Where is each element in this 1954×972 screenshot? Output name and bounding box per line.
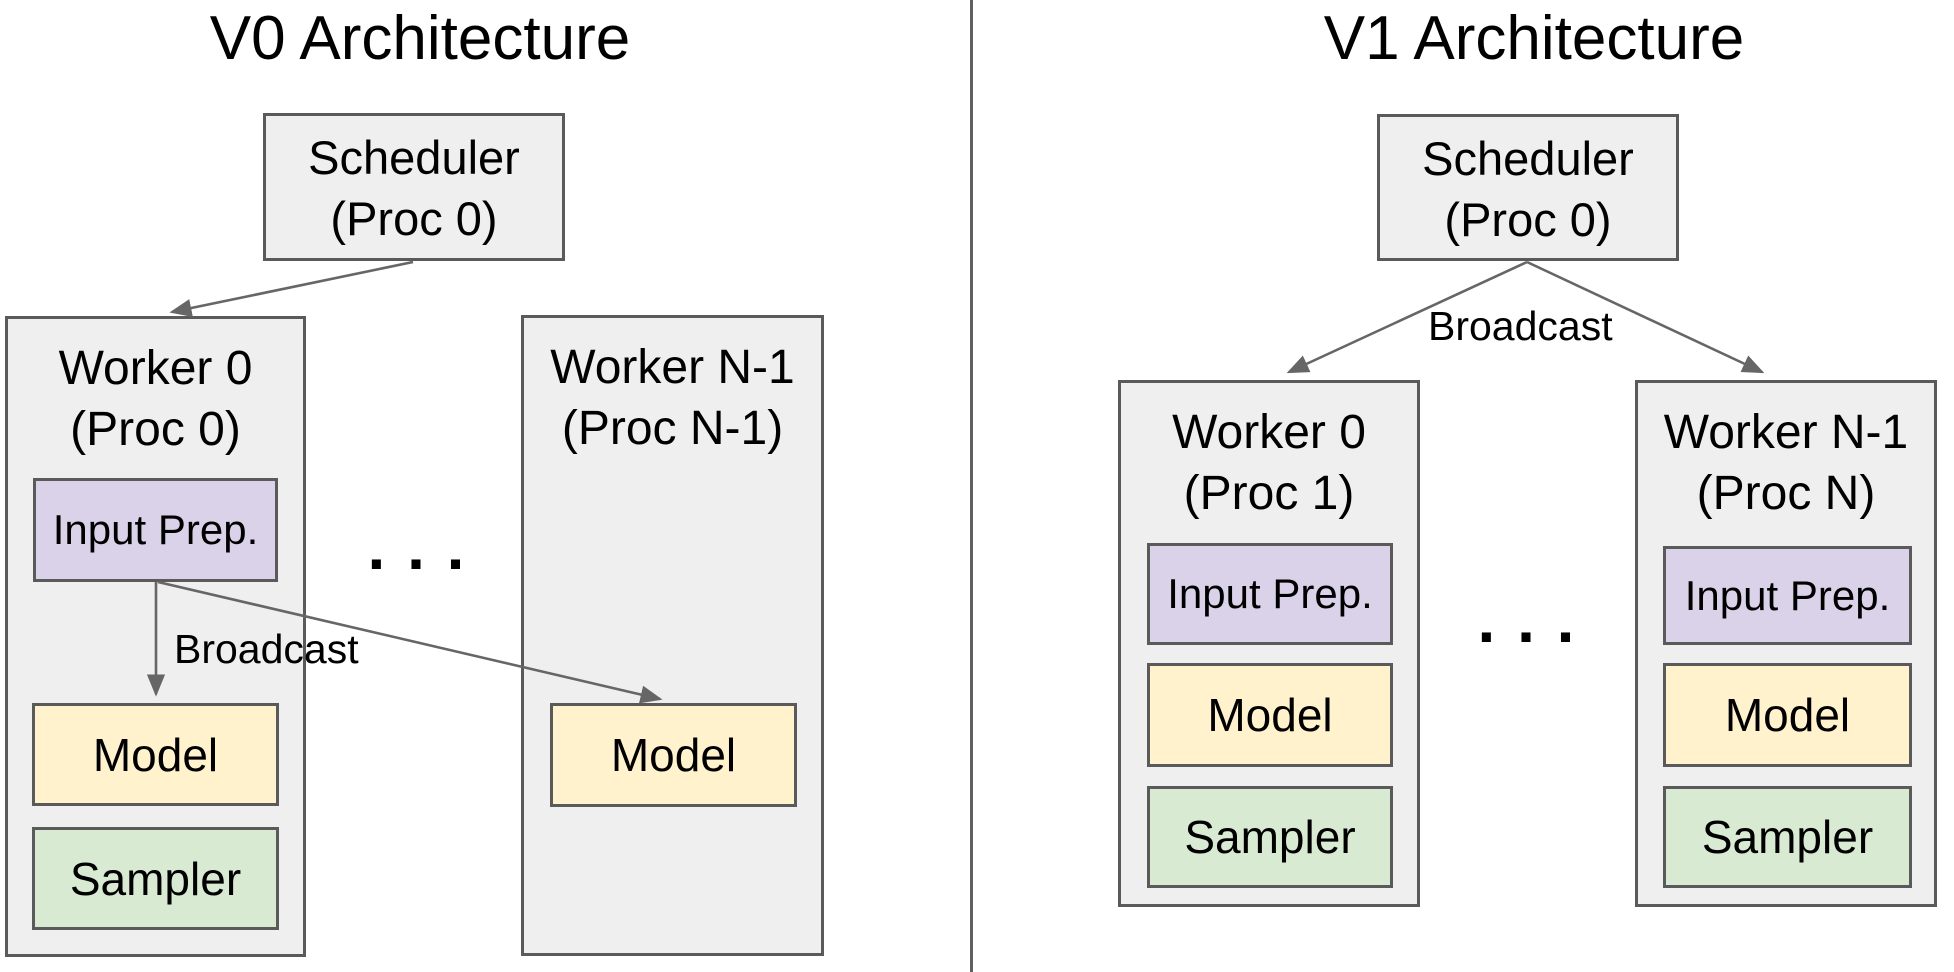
v0-worker0-model-label: Model — [92, 728, 219, 781]
v1-worker0-input-prep-label: Input Prep. — [1167, 570, 1373, 617]
v0-ellipsis: . . . — [367, 511, 467, 583]
v1-worker0-model-box: Model — [1147, 663, 1393, 767]
v0-broadcast-label: Broadcast — [174, 626, 359, 672]
v1-worker0-sampler-box: Sampler — [1147, 786, 1393, 888]
v0-panel-title: V0 Architecture — [209, 4, 631, 73]
v0-arrow-scheduler-to-worker0 — [169, 260, 414, 317]
v1-scheduler-box: Scheduler (Proc 0) — [1377, 114, 1679, 261]
v1-worker0-input-prep-box: Input Prep. — [1147, 543, 1393, 645]
v1-workerN-sampler-label: Sampler — [1701, 811, 1874, 863]
v0-scheduler-label-line1: Scheduler — [308, 131, 520, 184]
v1-worker0-title-line2: (Proc 1) — [1183, 467, 1355, 520]
v0-worker0-sampler-label: Sampler — [69, 852, 242, 905]
v1-workerN-sampler-box: Sampler — [1663, 786, 1912, 888]
v1-worker0-model-label: Model — [1207, 689, 1333, 741]
v0-worker0-sampler-box: Sampler — [32, 827, 279, 930]
v1-workerN-title-line2: (Proc N) — [1696, 467, 1876, 520]
v1-panel-title: V1 Architecture — [1323, 4, 1745, 73]
v0-workerN-title-line1: Worker N-1 — [550, 341, 795, 394]
v1-workerN-model-label: Model — [1724, 689, 1851, 741]
v1-worker0-title-line1: Worker 0 — [1172, 406, 1366, 459]
v0-workerN-model-label: Model — [610, 729, 737, 781]
v1-scheduler-label-line2: (Proc 0) — [1444, 193, 1612, 246]
v0-worker0-model-box: Model — [32, 703, 279, 806]
v1-scheduler-label-line1: Scheduler — [1422, 132, 1634, 185]
v1-workerN-model-box: Model — [1663, 663, 1912, 767]
v1-workerN-input-prep-box: Input Prep. — [1663, 546, 1912, 645]
panel-divider — [970, 0, 973, 972]
v0-worker0-title-line1: Worker 0 — [58, 342, 253, 395]
v0-workerN-title-line2: (Proc N-1) — [561, 402, 784, 455]
v1-workerN-input-prep-label: Input Prep. — [1684, 571, 1891, 619]
v0-scheduler-box: Scheduler (Proc 0) — [263, 113, 565, 261]
v0-worker0-input-prep-label: Input Prep. — [52, 506, 259, 553]
v0-workerN-box: Worker N-1 (Proc N-1) — [521, 315, 824, 956]
v1-worker0-sampler-label: Sampler — [1184, 811, 1356, 863]
v1-workerN-title-line1: Worker N-1 — [1663, 406, 1909, 459]
v0-workerN-model-box: Model — [550, 703, 797, 807]
v1-ellipsis: . . . — [1477, 584, 1577, 656]
v0-worker0-title-line2: (Proc 0) — [70, 403, 241, 456]
v0-worker0-input-prep-box: Input Prep. — [33, 478, 278, 582]
v1-broadcast-label: Broadcast — [1428, 303, 1613, 349]
v0-scheduler-label-line2: (Proc 0) — [330, 192, 498, 245]
